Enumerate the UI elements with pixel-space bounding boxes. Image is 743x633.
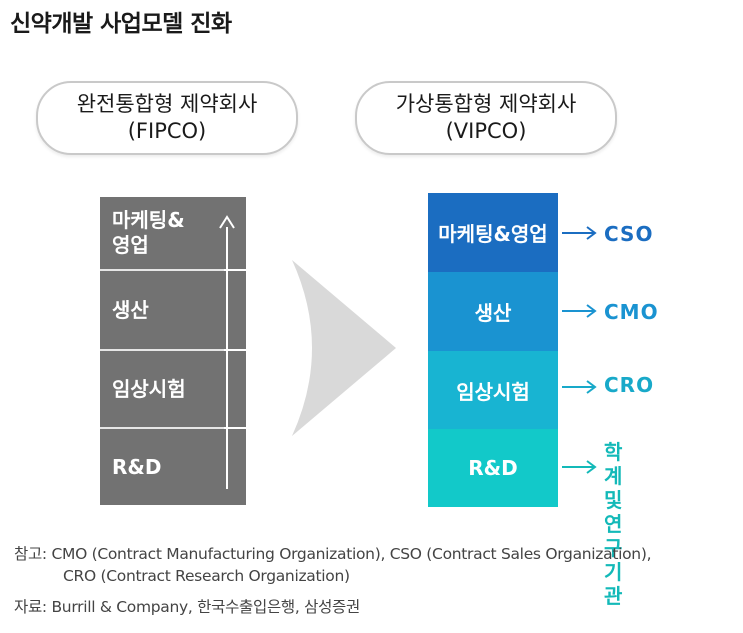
arrow-right-icon bbox=[562, 460, 597, 474]
vipco-name: 가상통합형 제약회사 bbox=[395, 92, 577, 116]
arrow-right-icon bbox=[562, 380, 597, 394]
arrow-right-icon bbox=[562, 226, 597, 240]
outsource-label-academia: 학계 및 연구기관 bbox=[604, 440, 624, 608]
transition-arrow-icon bbox=[292, 260, 396, 436]
outsource-label-cso: CSO bbox=[604, 222, 654, 246]
reference-note-line2: CRO (Contract Research Organization) bbox=[63, 567, 350, 585]
vipco-stage-rnd: R&D bbox=[428, 429, 558, 507]
fipco-stage-label: 마케팅& 영업 bbox=[112, 208, 185, 257]
integration-arrow-line bbox=[226, 227, 228, 489]
fipco-stack: 마케팅& 영업 생산 임상시험 R&D bbox=[100, 197, 246, 505]
fipco-stage-rnd: R&D bbox=[100, 429, 246, 505]
fipco-stage-label: 생산 bbox=[112, 297, 149, 322]
stage-divider bbox=[100, 349, 224, 351]
up-arrow-icon bbox=[219, 215, 235, 229]
arrow-right-icon bbox=[562, 304, 597, 318]
vipco-stage-marketing: 마케팅&영업 bbox=[428, 193, 558, 272]
fipco-stage-clinical: 임상시험 bbox=[100, 351, 246, 427]
fipco-label-pill: 완전통합형 제약회사 (FIPCO) bbox=[36, 81, 298, 155]
stage-divider bbox=[100, 427, 224, 429]
vipco-stage-clinical: 임상시험 bbox=[428, 351, 558, 429]
fipco-stage-marketing: 마케팅& 영업 bbox=[100, 197, 246, 269]
outsource-label-cmo: CMO bbox=[604, 300, 659, 324]
fipco-stage-production: 생산 bbox=[100, 271, 246, 349]
source-note: 자료: Burrill & Company, 한국수출입은행, 삼성증권 bbox=[14, 598, 360, 616]
vipco-abbr: (VIPCO) bbox=[445, 119, 527, 143]
fipco-abbr: (FIPCO) bbox=[127, 119, 207, 143]
vipco-stage-label: 마케팅&영업 bbox=[438, 222, 548, 246]
fipco-name: 완전통합형 제약회사 bbox=[76, 92, 258, 116]
vipco-stage-label: R&D bbox=[468, 456, 518, 480]
vipco-stage-label: 임상시험 bbox=[456, 379, 530, 404]
diagram-title: 신약개발 사업모델 진화 bbox=[10, 11, 232, 37]
vipco-stage-label: 생산 bbox=[474, 301, 512, 325]
vipco-label-pill: 가상통합형 제약회사 (VIPCO) bbox=[355, 81, 617, 155]
outsource-label-cro: CRO bbox=[604, 373, 655, 397]
vipco-stage-production: 생산 bbox=[428, 272, 558, 351]
fipco-stage-label: 임상시험 bbox=[112, 376, 186, 401]
fipco-stage-label: R&D bbox=[112, 454, 162, 479]
reference-note-line1: 참고: CMO (Contract Manufacturing Organiza… bbox=[14, 545, 652, 563]
stage-divider bbox=[100, 269, 224, 271]
